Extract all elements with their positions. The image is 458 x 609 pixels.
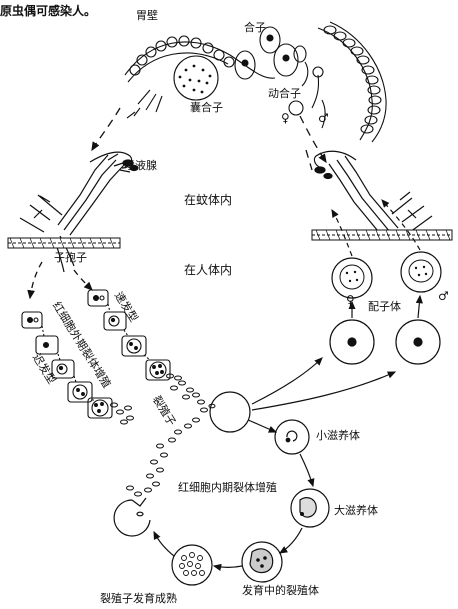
male-symbol-top: ♂	[318, 111, 329, 125]
erythrocytic-cycle	[113, 417, 330, 586]
central-rbc	[209, 391, 251, 433]
label-ookinete: 动合子	[268, 87, 301, 100]
zygote-group	[259, 26, 324, 116]
right-stomach-wall	[317, 21, 387, 143]
rbc-arrows	[247, 357, 397, 433]
label-in-mosquito: 在蚊体内	[184, 193, 233, 207]
label-zygote: 合子	[244, 21, 266, 34]
label-salivary-gland: 唾液腺	[124, 159, 157, 172]
exo-brady-chain	[21, 311, 113, 419]
label-small-troph: 小滋养体	[316, 429, 360, 442]
label-stomach-wall: 胃壁	[136, 9, 158, 22]
cycle-arcs	[91, 107, 327, 171]
left-mosquito-proboscis	[19, 151, 139, 273]
female-symbol-gametocyte: ♀	[346, 293, 355, 307]
label-sporozoite: 子孢子	[54, 251, 87, 264]
sporozoite-arrows	[27, 261, 93, 300]
label-mature-schizont: 裂殖子发育成熟	[100, 592, 177, 605]
label-in-human: 在人体内	[184, 263, 233, 277]
exo-tachy-chain	[87, 289, 171, 381]
stomach-cells	[129, 35, 235, 76]
label-large-troph: 大滋养体	[334, 504, 378, 517]
skin-right	[311, 229, 453, 241]
merozoites	[110, 373, 208, 425]
male-symbol-gametocyte: ♂	[438, 289, 449, 303]
header-text: 原虫偶可感染人。	[0, 4, 97, 18]
oocyst-shape	[173, 55, 219, 101]
label-gametocyte: 配子体	[368, 300, 401, 313]
gametocytes	[329, 199, 442, 365]
label-oocyst: 囊合子	[190, 101, 223, 114]
mosquito-stomach-wall	[124, 35, 276, 119]
right-mosquito-proboscis	[313, 150, 433, 237]
skin-left	[7, 237, 121, 249]
label-ery-cycle: 红细胞内期裂体增殖	[178, 481, 277, 494]
female-symbol-top: ♀	[281, 111, 290, 125]
label-developing-schizont: 发育中的裂殖体	[242, 584, 319, 597]
